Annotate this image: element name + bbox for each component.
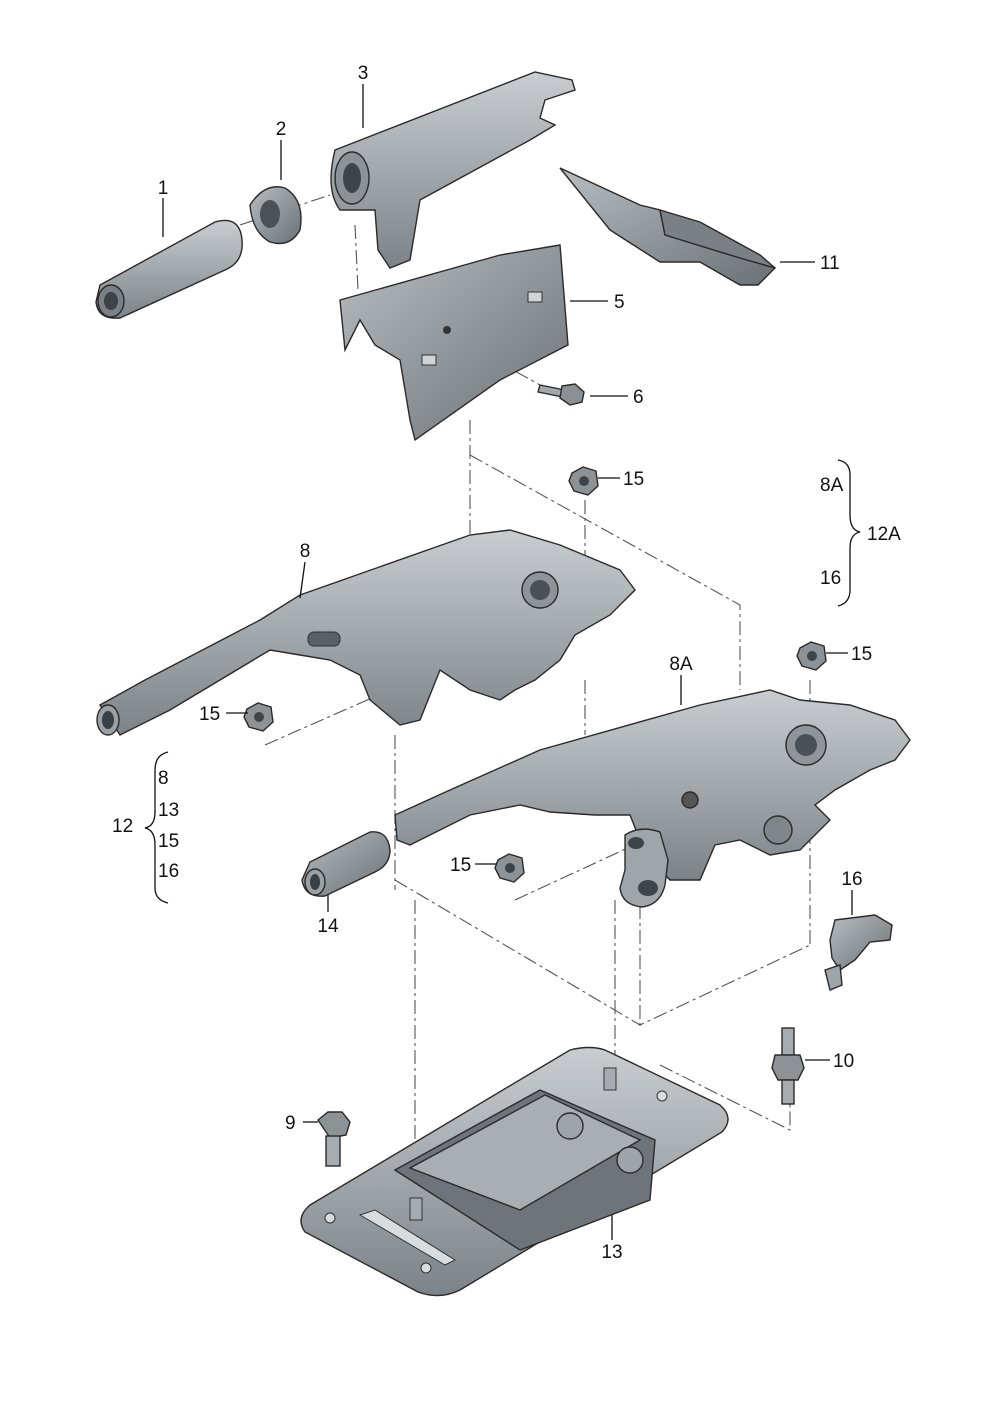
part-15-nut-middle [494,853,525,883]
callout-15-top: 15 [623,469,644,490]
callout-14: 14 [317,916,339,937]
callout-8A: 8A [669,654,693,675]
part-11-trim [559,167,777,286]
part-15-nut-right [796,641,827,671]
callout-13: 13 [601,1242,622,1263]
part-9-bolt [317,1111,351,1167]
part-15-nut-left [243,702,274,732]
legend-12-item-16: 16 [158,861,179,882]
part-8-handbrake-lever [96,529,636,736]
part-10-stud [771,1027,805,1105]
callout-15-left: 15 [199,704,220,725]
callout-10: 10 [833,1051,854,1072]
callout-15-right: 15 [851,644,872,665]
legend-12A-group-label: 12A [867,524,901,545]
callout-1: 1 [158,178,169,199]
callout-6: 6 [633,387,644,408]
part-13-base-plate [300,1046,729,1297]
callout-8: 8 [300,541,311,562]
leader-lines [162,84,853,1240]
part-14-sleeve [301,831,391,897]
part-6-bolt [537,383,585,406]
legend-12A-item-8A: 8A [820,475,844,496]
part-16-switch [824,914,893,991]
callout-16: 16 [841,869,862,890]
legend-12-item-15: 15 [158,831,179,852]
part-1-handle-grip [95,219,243,319]
callout-5: 5 [614,292,625,313]
callout-11: 11 [820,253,840,274]
legend-12A-brace [837,459,861,607]
part-5-bracket-plate [339,244,569,442]
callout-15-middle: 15 [450,855,471,876]
legend-12-item-13: 13 [158,800,179,821]
legend-12-brace [144,751,169,904]
part-3-lever-cover [330,71,576,269]
callout-3: 3 [358,63,369,84]
legend-12-item-8: 8 [158,768,169,789]
callout-2: 2 [276,119,287,140]
part-2-cap [249,186,302,245]
legend-12-group-label: 12 [112,816,133,837]
legend-12A-item-16: 16 [820,568,841,589]
callout-9: 9 [285,1113,296,1134]
part-8A-handbrake-lever [394,689,911,908]
part-15-nut-top [568,466,599,496]
